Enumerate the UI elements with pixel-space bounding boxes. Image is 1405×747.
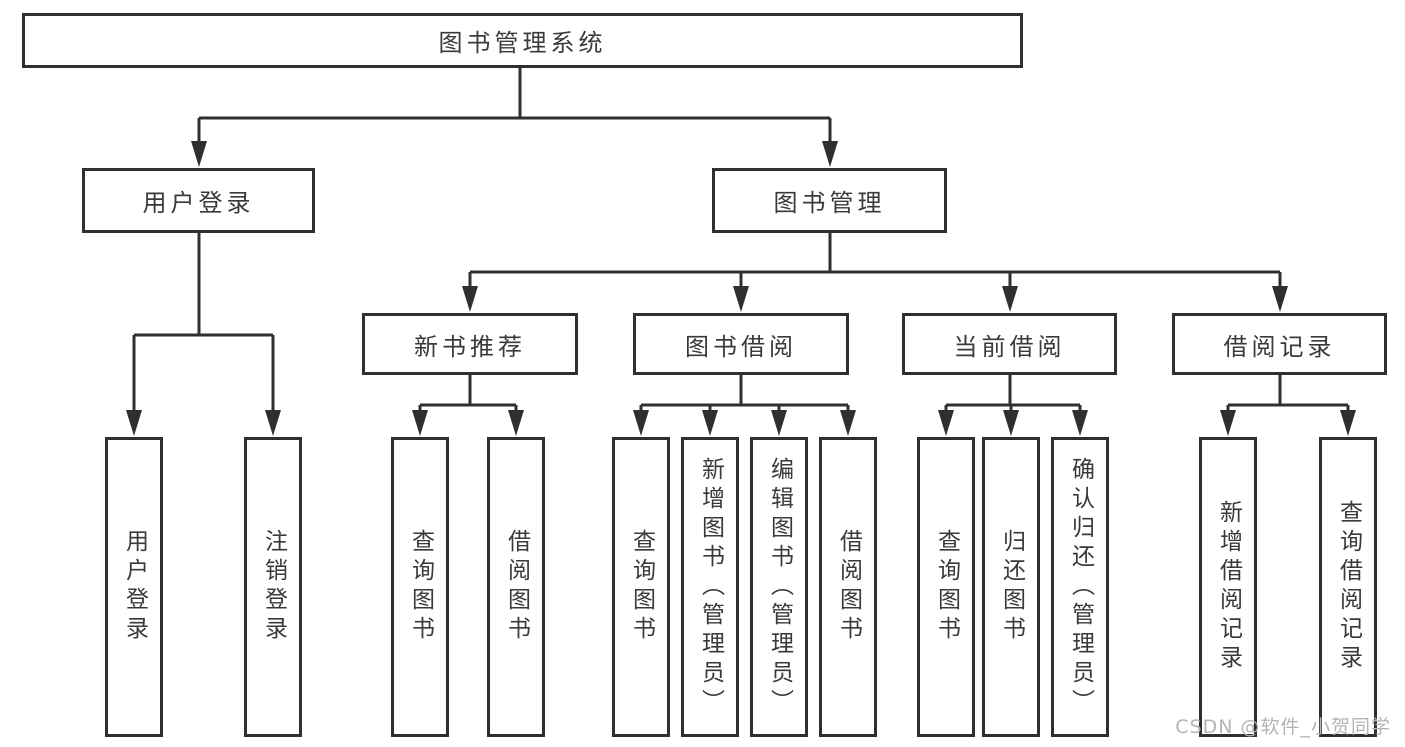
leaf-user-login: 用户登录 — [105, 437, 163, 737]
node-new-book-recommend: 新书推荐 — [362, 313, 578, 375]
node-borrow-records: 借阅记录 — [1172, 313, 1387, 375]
node-root-library-system: 图书管理系统 — [22, 13, 1023, 68]
node-book-management: 图书管理 — [712, 168, 947, 233]
leaf-bb-add-books-admin: 新增图书（管理员） — [681, 437, 739, 737]
node-user-login: 用户登录 — [82, 168, 315, 233]
leaf-cb-query-books: 查询图书 — [917, 437, 975, 737]
node-book-borrow: 图书借阅 — [633, 313, 849, 375]
leaf-br-query-record: 查询借阅记录 — [1319, 437, 1377, 737]
leaf-cb-return-books: 归还图书 — [982, 437, 1040, 737]
csdn-watermark: CSDN @软件_小贺同学 — [1175, 716, 1391, 738]
leaf-bb-query-books: 查询图书 — [612, 437, 670, 737]
leaf-nbr-query-books: 查询图书 — [391, 437, 449, 737]
leaf-br-add-record: 新增借阅记录 — [1199, 437, 1257, 737]
leaf-logout: 注销登录 — [244, 437, 302, 737]
leaf-nbr-borrow-books: 借阅图书 — [487, 437, 545, 737]
leaf-bb-edit-books-admin: 编辑图书（管理员） — [750, 437, 808, 737]
leaf-cb-confirm-return-admin: 确认归还（管理员） — [1051, 437, 1109, 737]
leaf-bb-borrow-books: 借阅图书 — [819, 437, 877, 737]
node-current-borrow: 当前借阅 — [902, 313, 1117, 375]
